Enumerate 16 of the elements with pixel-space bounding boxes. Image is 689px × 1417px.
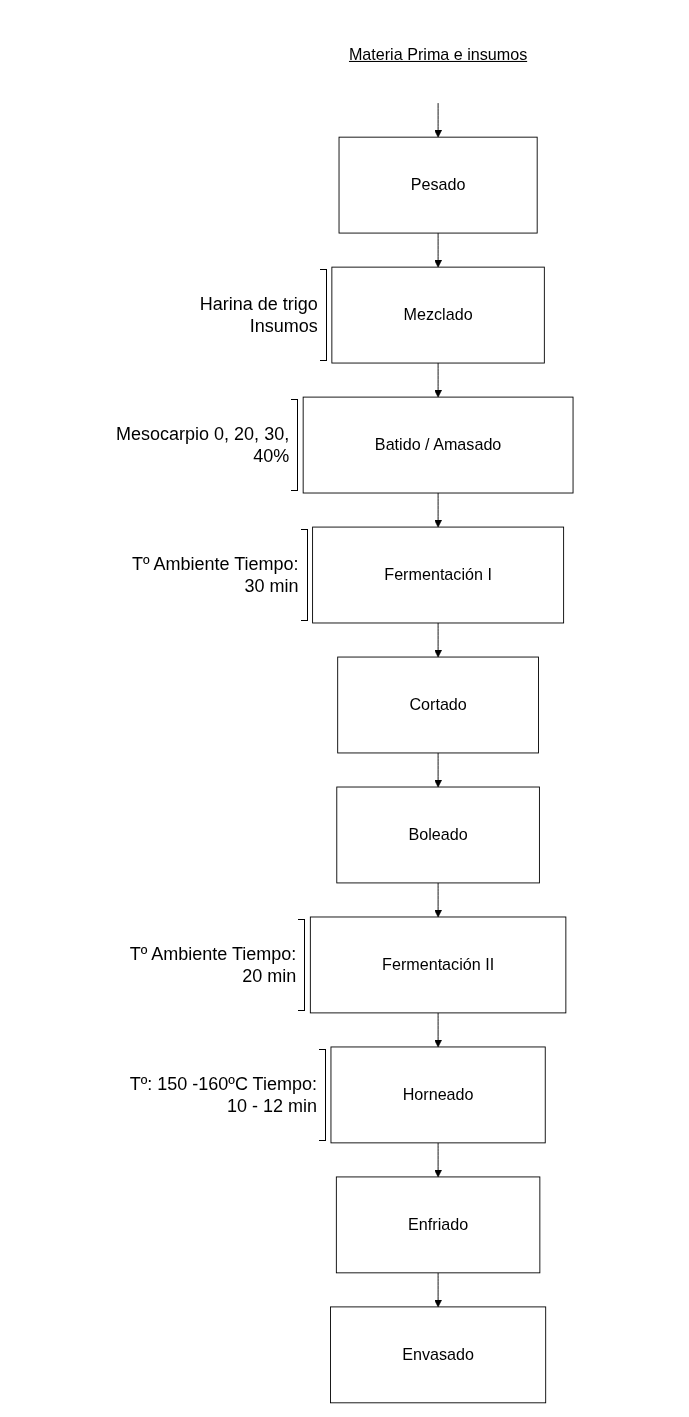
- node-box: Envasado: [330, 1306, 547, 1404]
- side-note: Tº Ambiente Tiempo: 20 min: [128, 942, 297, 987]
- node-text: Materia Prima e insumos: [348, 45, 528, 64]
- side-note: Tº: 150 -160ºC Tiempo: 10 - 12 min: [128, 1072, 317, 1117]
- node-box: Mezclado: [331, 266, 545, 364]
- side-note: Tº Ambiente Tiempo: 30 min: [130, 553, 299, 597]
- side-note: Mesocarpio 0, 20, 30, 40%: [115, 423, 290, 468]
- node-box: Cortado: [337, 656, 539, 754]
- side-note: Harina de trigo Insumos: [198, 293, 318, 338]
- node-box: Batido / Amasado: [302, 396, 574, 494]
- node-box: Enfriado: [335, 1176, 541, 1274]
- node-box: Fermentación II: [309, 916, 567, 1014]
- node-box: Pesado: [338, 136, 538, 234]
- node-box: Fermentación I: [312, 526, 565, 624]
- node-box: Horneado: [330, 1046, 546, 1144]
- node-box: Boleado: [336, 786, 540, 884]
